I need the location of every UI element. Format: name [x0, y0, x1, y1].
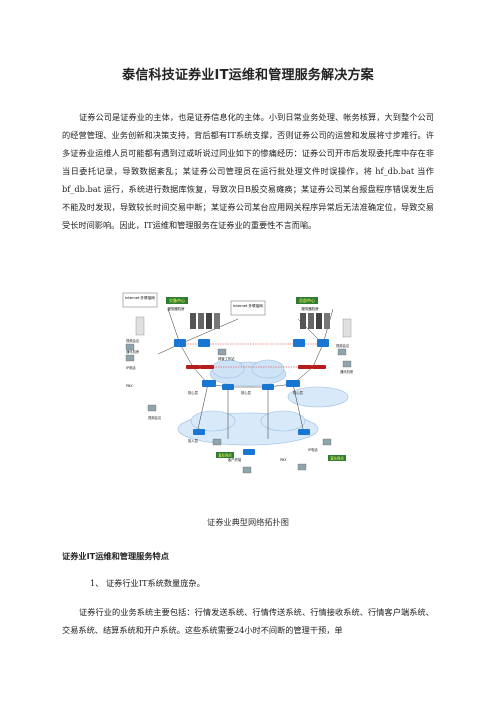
server-racks-left [190, 313, 220, 329]
routers [186, 365, 326, 369]
internet-box-left [122, 292, 158, 308]
label-comm-right: 通讯机房 [340, 369, 354, 374]
label-phone-left: IP电话 [126, 365, 136, 370]
label-comm-left: 通讯机房 [126, 349, 140, 354]
label-workstation: 网管工作站 [218, 356, 235, 361]
server-tower-left [135, 316, 145, 336]
branch-label-right: 营业网点 [330, 456, 344, 461]
label-access: 接入层 [188, 438, 199, 443]
terminals [125, 343, 352, 474]
label-pbx-left: PBX [126, 384, 133, 388]
label-client: 客户终端 [228, 457, 242, 462]
label-video-bottom: 视频会议 [148, 415, 162, 420]
label-core-mid: 核心层 [241, 390, 252, 395]
site-label-backup-text: 灾备中心 [169, 297, 185, 303]
site-label-hq [296, 297, 318, 304]
body-paragraph-2: 证券行业的业务系统主要包括：行情发送系统、行情传送系统、行情接收系统、行情客户端… [62, 607, 434, 635]
list-item-1: 1、 证券行业IT系统数量庞杂。 [90, 578, 205, 588]
site-label-hq-text: 总部中心 [299, 297, 315, 303]
switches [174, 339, 329, 390]
label-core-right: 核心层 [293, 390, 304, 395]
page-title: 泰信科技证券业IT运维和管理服务解决方案 [122, 68, 374, 83]
internet-label-right: Internet 外联接网 [233, 303, 263, 308]
label-video-left: 视频会议 [126, 338, 140, 343]
wan-cloud-top [209, 359, 287, 387]
label-phone-bottom: IP电话 [308, 447, 318, 452]
branch-label-left: 营业网点 [218, 453, 232, 458]
wan-cloud-right [287, 386, 349, 408]
branch-switches [193, 429, 310, 455]
wan-cloud-bottom [177, 410, 319, 446]
room-label-left: 服务器机房 [168, 306, 186, 311]
label-video-right: 视频会议 [336, 343, 350, 348]
server-racks-right [300, 313, 330, 329]
room-label-right: 服务器机房 [302, 306, 320, 311]
internet-label-left: Internet 外联接网 [125, 295, 155, 300]
branch-label-right-bg [328, 455, 346, 461]
branch-label-left-bg [216, 452, 234, 458]
site-label-backup [166, 297, 188, 304]
network-topology-diagram: Internet 外联接网 Internet 外联接网 灾备中心 服务器机房 总… [118, 289, 378, 489]
section-heading: 证券业IT运维和管理服务特点 [62, 551, 169, 561]
label-core-left: 核心层 [188, 390, 199, 395]
server-tower-right [342, 318, 352, 338]
intro-paragraph: 证券公司是证券业的主体，也是证券信息化的主体。小到日常业务处理、帐务核算，大到整… [62, 112, 434, 230]
internet-box-right [230, 300, 266, 316]
figure-caption: 证券业典型网络拓扑图 [207, 517, 289, 527]
label-pbx-bottom: PBX [280, 458, 287, 462]
